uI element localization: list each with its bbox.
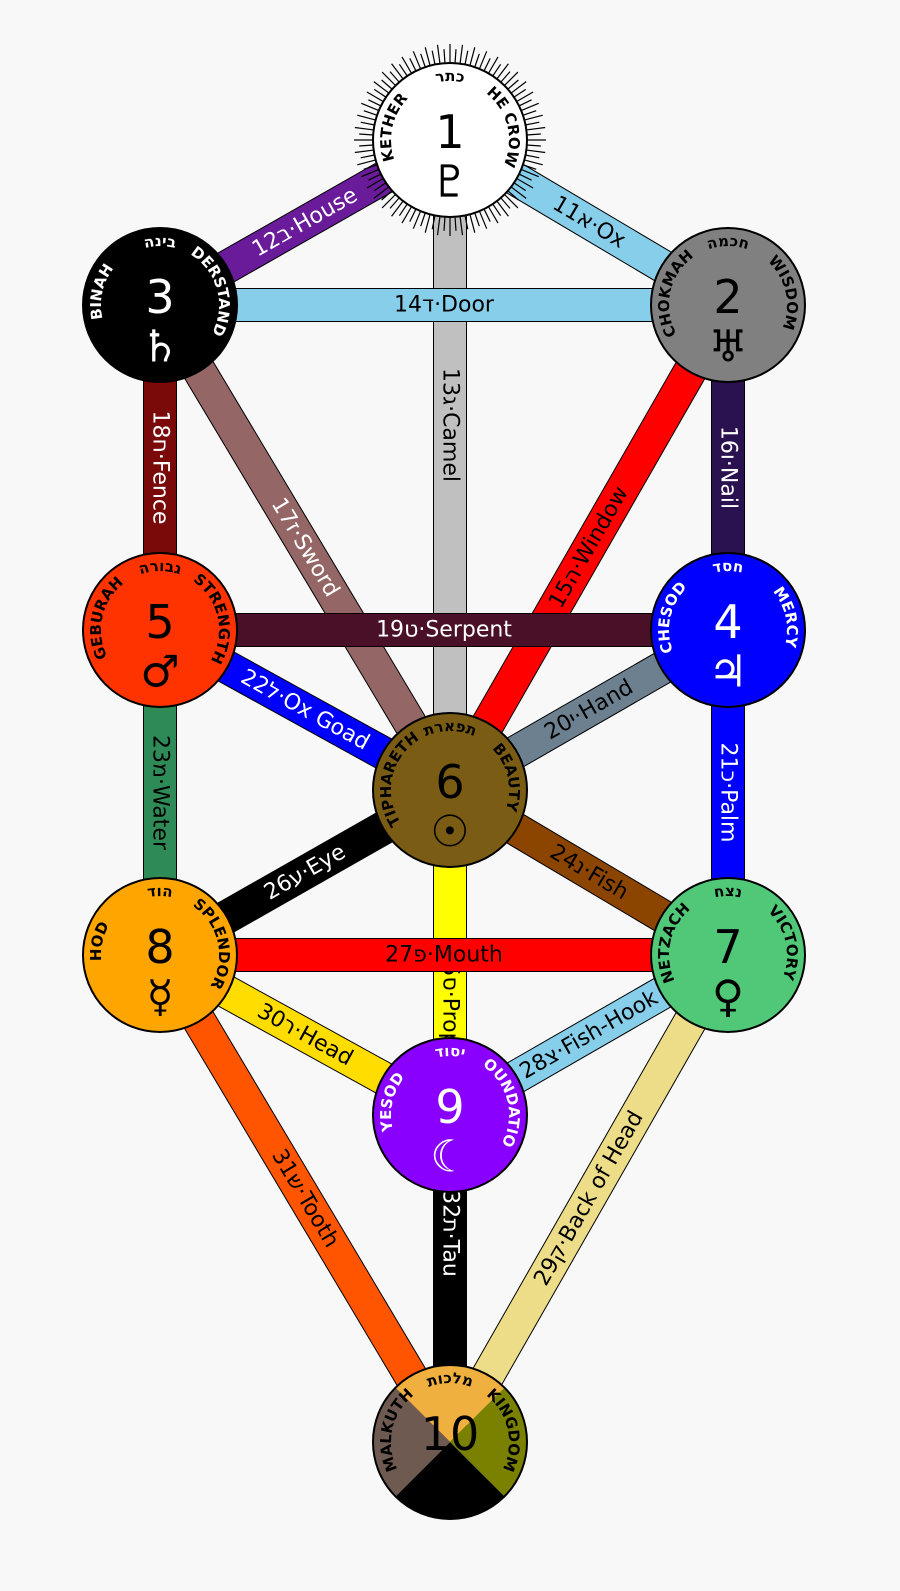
sephirah-hebrew: בינה [142,232,177,252]
path-14: 14ד·Door [160,288,728,322]
sephirah-circle [650,227,806,383]
path-label: 16ו·Nail [716,426,741,509]
planet-symbol-icon: ♀ [712,972,744,1023]
path-label: 23מ·Water [148,735,173,851]
sephirah-circle [82,552,238,708]
planet-symbol-icon: ☿ [146,972,173,1023]
quarter-bottom [395,1442,505,1519]
path-bar [146,946,464,1451]
planet-symbol-icon: ♄ [140,322,179,373]
planet-symbol-icon: ♂ [140,647,179,698]
planet-symbol-icon: ♃ [708,647,747,698]
sephirah-number: 2 [713,270,742,324]
sephirah-circle [650,877,806,1033]
sephirah-hebrew: יסוד [433,1042,467,1062]
sephirah-circle [650,552,806,708]
path-label: 14ד·Door [394,293,495,318]
path-label: 18ח·Fence [148,411,173,525]
planet-symbol-icon: ☉ [430,807,469,858]
sephirah-number: 10 [421,1407,480,1461]
sephirah-hebrew: נצח [713,882,744,901]
sephirah-hebrew: כתר [434,67,466,86]
sephirah-hebrew: חכמה [705,232,751,253]
sephirah-hebrew: חסד [711,557,745,577]
planet-symbol-icon: ♅ [708,322,747,373]
path-label: 27פ·Mouth [385,943,503,968]
path-label: 13ג·Camel [438,368,463,482]
path-27: 27פ·Mouth [160,938,728,972]
sephirah-circle [82,227,238,383]
sephirah-hebrew: תפארת [421,717,479,740]
path-19: 19ט·Serpent [160,613,728,647]
path-13: 13ג·Camel [433,140,467,790]
planet-symbol-icon: ☾ [430,1132,469,1183]
sephirah-circle [372,1364,528,1520]
sephirah-number: 1 [435,105,464,159]
crown-rays [354,44,546,236]
path-label: 32ת·Tau [438,1190,463,1277]
sephirah-number: 3 [145,270,174,324]
path-bar [436,947,742,1450]
sephirah-number: 4 [713,595,742,649]
path-bar [146,296,464,799]
planet-symbol-icon: ♇ [430,157,469,208]
sephirah-circle [372,712,528,868]
sephirah-number: 9 [435,1080,464,1134]
path-label: 21כ·Palm [716,743,741,843]
sephirah-circle [372,1037,528,1193]
planet-symbol-icon: ⊕ [432,1459,469,1510]
path-label: 19ט·Serpent [376,618,512,643]
sephirah-number: 7 [713,920,742,974]
sephirah-hebrew: הוד [146,882,174,901]
quarter-right [450,1387,527,1497]
quarter-left [373,1387,450,1497]
path-bar [436,297,742,798]
sephirah-number: 5 [145,595,174,649]
quarter-top [395,1365,505,1442]
sephirah-number: 8 [145,920,174,974]
sephirah-circle [82,877,238,1033]
sephirah-circle [372,62,528,218]
sephirah-number: 6 [435,755,464,809]
